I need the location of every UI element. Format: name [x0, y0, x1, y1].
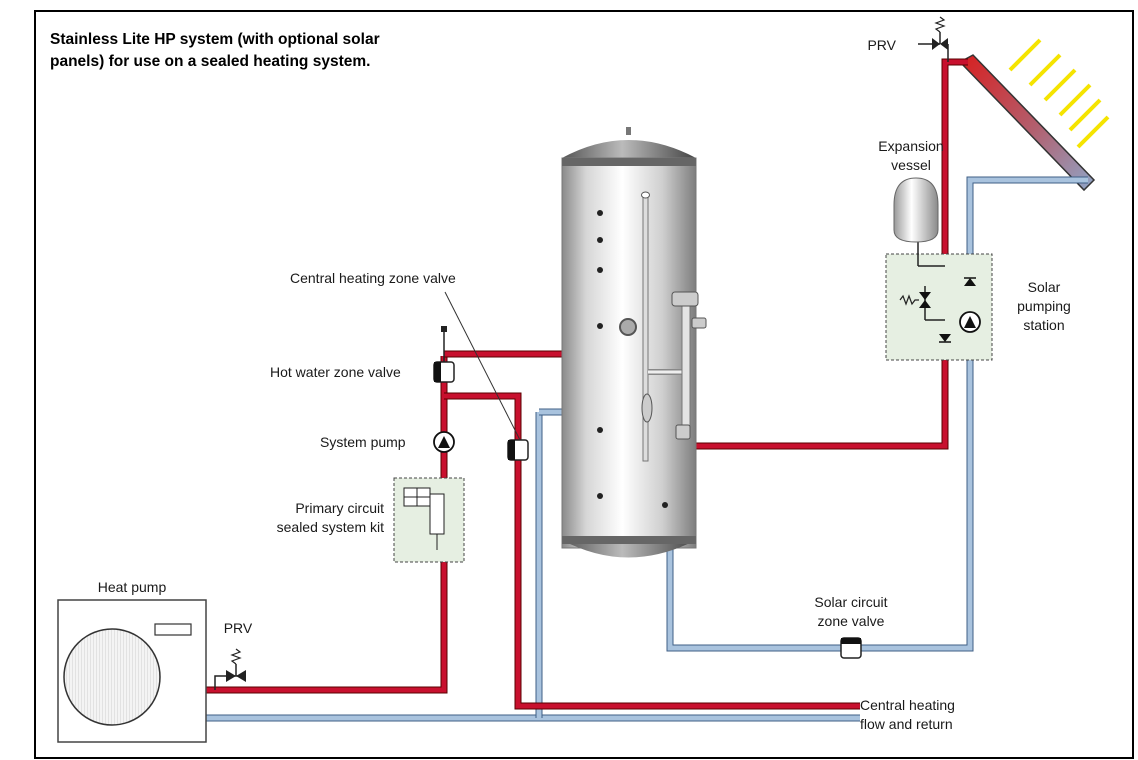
label-primary-circuit-line-1: Primary circuit — [295, 500, 384, 516]
prv-valve-top — [918, 16, 949, 62]
sealed-system-kit — [393, 477, 465, 563]
expansion-vessel — [893, 177, 939, 243]
central-heating-zone-valve — [444, 291, 529, 461]
label-solar-station-line-2: pumping — [1017, 298, 1071, 314]
label-hot-water-zone-valve: Hot water zone valve — [270, 364, 401, 380]
label-solar-zone-valve-line-1: Solar circuit — [814, 594, 887, 610]
system-pump — [433, 431, 455, 453]
prv-valve-bottom — [214, 648, 246, 690]
solar-circuit-zone-valve — [840, 637, 862, 659]
diagram-frame — [34, 10, 1134, 759]
label-expansion-vessel-line-2: vessel — [891, 157, 931, 173]
solar-pumping-station — [885, 242, 993, 361]
return-pipes — [205, 176, 1088, 722]
heat-pump — [57, 599, 207, 743]
label-solar-station-line-1: Solar — [1028, 279, 1061, 295]
label-ch-flow-line-2: flow and return — [860, 716, 953, 732]
label-primary-circuit-line-2: sealed system kit — [277, 519, 384, 535]
label-prv-bottom: PRV — [224, 620, 253, 636]
label-central-heating-zone-valve: Central heating zone valve — [290, 270, 456, 286]
label-system-pump: System pump — [320, 434, 406, 450]
label-expansion-vessel-line-1: Expansion — [878, 138, 943, 154]
solar-panel — [958, 54, 1096, 192]
sun-rays — [1008, 38, 1110, 149]
label-solar-station-line-3: station — [1023, 317, 1064, 333]
label-solar-zone-valve-line-2: zone valve — [818, 613, 885, 629]
label-prv-top: PRV — [867, 37, 896, 53]
diagram-title-line-2: panels) for use on a sealed heating syst… — [50, 53, 370, 70]
label-heat-pump: Heat pump — [98, 579, 167, 595]
hot-water-zone-valve — [433, 326, 455, 383]
label-ch-flow-line-1: Central heating — [860, 697, 955, 713]
flow-pipes — [205, 58, 968, 710]
hot-water-cylinder — [561, 127, 707, 558]
diagram-title-line-1: Stainless Lite HP system (with optional … — [50, 31, 380, 48]
